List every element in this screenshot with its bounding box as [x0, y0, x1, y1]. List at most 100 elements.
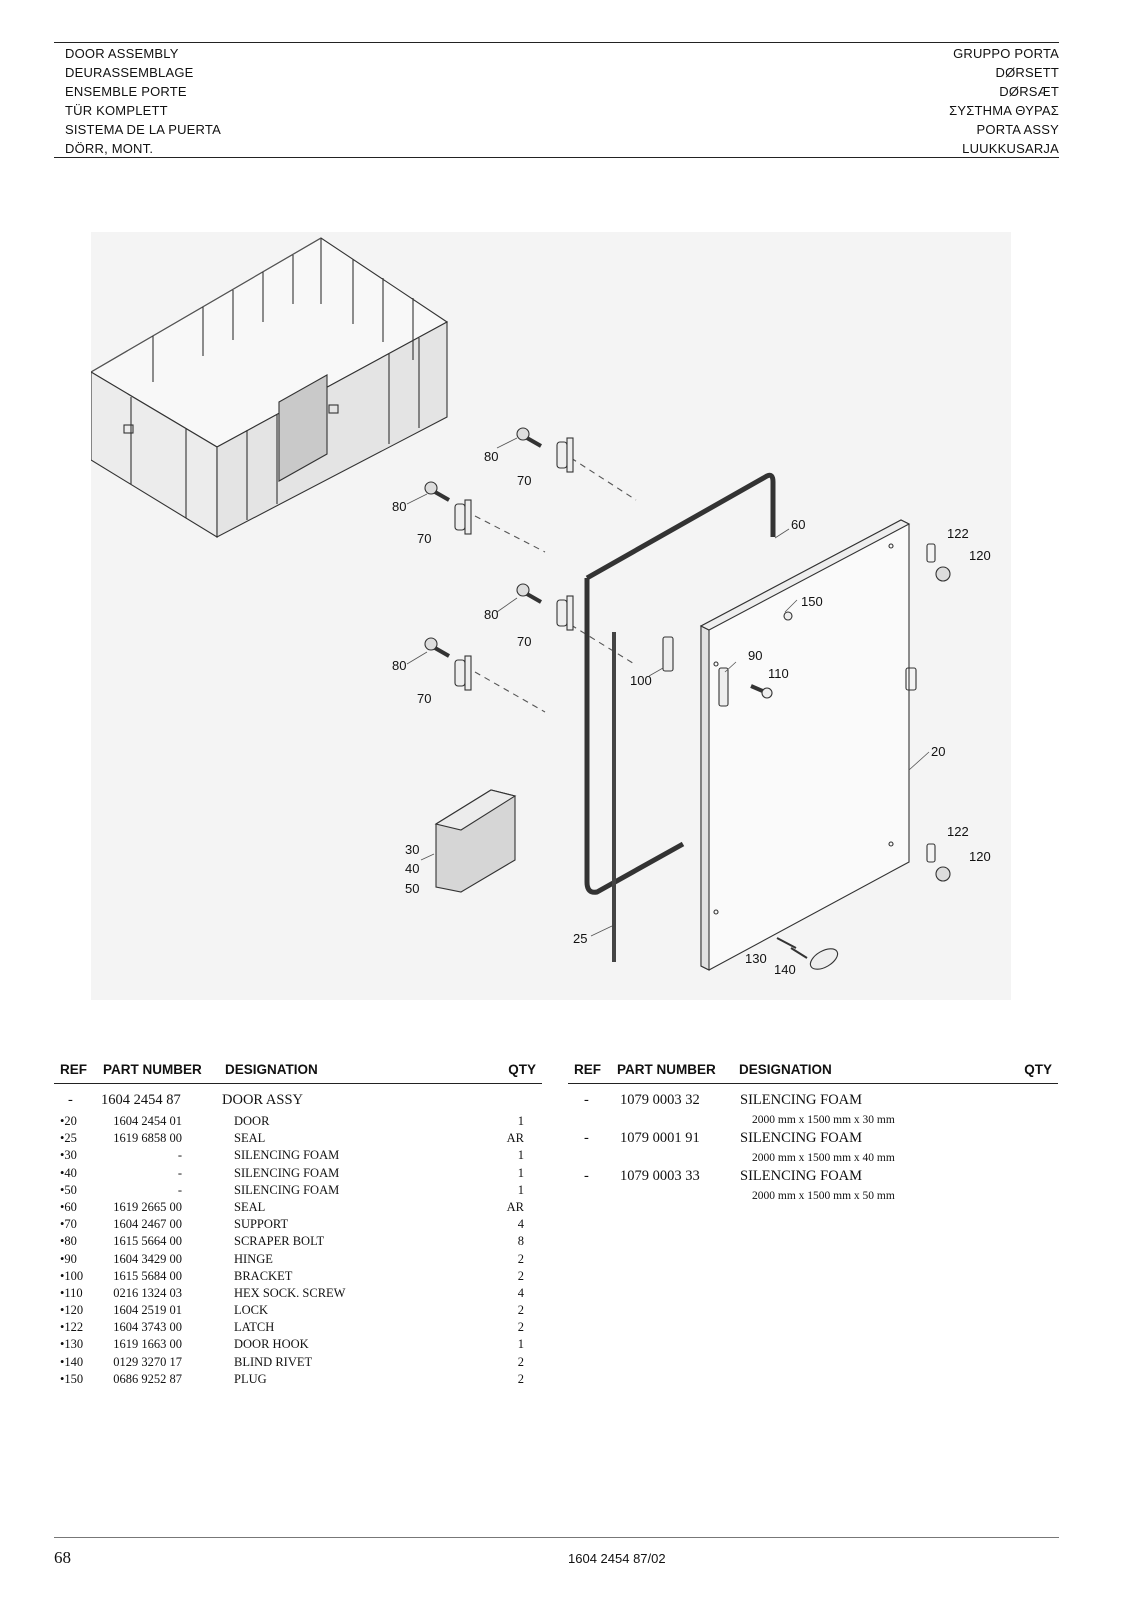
cell-ref: •60	[60, 1199, 77, 1214]
cell-ref: •20	[60, 1114, 77, 1128]
hex-socket-screw	[750, 684, 773, 699]
callout-80-b: 80	[392, 499, 406, 514]
table-row: •25 1619 6858 00 SEAL AR	[54, 1131, 542, 1148]
callout-100: 100	[630, 673, 652, 688]
lock-top	[926, 543, 951, 582]
cell-ref: •120	[60, 1303, 84, 1318]
callout-70-b: 70	[417, 531, 431, 546]
enclosure-overview	[91, 237, 449, 538]
cell-part: 1615 5664 00	[113, 1234, 182, 1249]
cell-designation: BLIND RIVET	[234, 1354, 313, 1369]
callout-120-bottom: 120	[969, 849, 991, 864]
seal-frame	[584, 472, 776, 895]
cell-part: 1079 0001 91	[620, 1130, 700, 1146]
title-de: TÜR KOMPLETT	[65, 103, 168, 118]
col-designation: DESIGNATION	[225, 1062, 318, 1077]
cell-designation: SCRAPER BOLT	[234, 1234, 325, 1249]
cell-designation: LATCH	[234, 1320, 275, 1335]
callout-40: 40	[405, 861, 419, 876]
col-designation: DESIGNATION	[739, 1062, 832, 1077]
title-fr: ENSEMBLE PORTE	[65, 84, 187, 99]
cell-part: -	[177, 1148, 182, 1163]
table-row-note: 2000 mm x 1500 mm x 50 mm	[568, 1190, 1058, 1206]
cell-designation: SILENCING FOAM	[740, 1130, 863, 1146]
title-el: ΣΥΣΤΗΜΑ ΘΥΡΑΣ	[949, 103, 1059, 118]
cell-part: 1619 1663 00	[113, 1337, 182, 1352]
parts-table-left: REF PART NUMBER DESIGNATION QTY -1604 24…	[54, 1059, 542, 1389]
parts-table-right: REF PART NUMBER DESIGNATION QTY -1079 00…	[568, 1059, 1058, 1206]
callout-122-bottom: 122	[947, 824, 969, 839]
cell-ref: •100	[60, 1268, 84, 1283]
header-titles-left: DOOR ASSEMBLY DEURASSEMBLAGE ENSEMBLE PO…	[65, 44, 221, 158]
cell-designation: HEX SOCK. SCREW	[234, 1285, 346, 1300]
parts-table-right-header: REF PART NUMBER DESIGNATION QTY	[568, 1059, 1058, 1084]
cell-designation: HINGE	[234, 1251, 273, 1266]
cell-dimensions: 2000 mm x 1500 mm x 30 mm	[752, 1114, 895, 1126]
scraper-bolts	[424, 427, 542, 658]
cell-designation: SILENCING FOAM	[740, 1168, 863, 1184]
table-row: - 1079 0001 91 SILENCING FOAM	[568, 1130, 1058, 1152]
cell-qty: 1	[517, 1337, 524, 1352]
cell-designation: SEAL	[234, 1199, 266, 1214]
cell-designation: SILENCING FOAM	[234, 1182, 340, 1197]
cell-designation: SEAL	[234, 1131, 266, 1146]
title-nl: DEURASSEMBLAGE	[65, 65, 194, 80]
cell-qty: 1	[517, 1114, 524, 1128]
cell-designation: DOOR ASSY	[222, 1092, 303, 1108]
title-no: DØRSETT	[995, 65, 1059, 80]
page-number: 68	[54, 1548, 71, 1567]
cell-ref: •150	[60, 1371, 84, 1386]
cell-part: 1079 0003 33	[620, 1168, 700, 1184]
callout-25: 25	[573, 931, 587, 946]
header-bottom-rule	[54, 157, 1059, 158]
cell-designation: PLUG	[234, 1371, 267, 1386]
cell-designation: SILENCING FOAM	[234, 1148, 340, 1163]
col-ref: REF	[60, 1062, 87, 1077]
cell-ref: •130	[60, 1337, 84, 1352]
title-es: SISTEMA DE LA PUERTA	[65, 122, 221, 137]
cell-ref: •25	[60, 1131, 77, 1146]
title-en: DOOR ASSEMBLY	[65, 46, 179, 61]
cell-qty: AR	[506, 1131, 524, 1146]
cell-part: 1604 3743 00	[113, 1320, 182, 1335]
lock-bottom	[926, 843, 951, 882]
cell-part: -	[177, 1165, 182, 1180]
cell-ref: -	[584, 1130, 589, 1146]
cell-part: 1604 3429 00	[113, 1251, 182, 1266]
callout-60: 60	[791, 517, 805, 532]
cell-ref: •110	[60, 1285, 83, 1300]
cell-designation: SILENCING FOAM	[234, 1165, 340, 1180]
cell-qty: 1	[517, 1148, 524, 1163]
cell-qty: 4	[517, 1217, 524, 1232]
callout-70-a: 70	[517, 473, 531, 488]
callout-110: 110	[768, 666, 789, 681]
cell-part: 1619 6858 00	[113, 1131, 182, 1146]
col-part-number: PART NUMBER	[103, 1062, 202, 1077]
cell-ref: •50	[60, 1182, 77, 1197]
callout-30: 30	[405, 842, 419, 857]
cell-qty: 8	[517, 1234, 524, 1249]
callout-120-top: 120	[969, 548, 991, 563]
door-assembly-drawing: 80 70 80 70 80 70 80 70 60 122 120 150 9…	[91, 237, 991, 977]
cell-part: 1604 2467 00	[113, 1217, 182, 1232]
cell-qty: 4	[517, 1285, 524, 1300]
cell-qty: 2	[517, 1268, 524, 1283]
col-part-number: PART NUMBER	[617, 1062, 716, 1077]
cell-qty: 2	[517, 1303, 524, 1318]
callout-80-a: 80	[484, 449, 498, 464]
cell-qty: 2	[517, 1371, 524, 1386]
callout-70-d: 70	[417, 691, 431, 706]
cell-designation: LOCK	[234, 1303, 269, 1318]
